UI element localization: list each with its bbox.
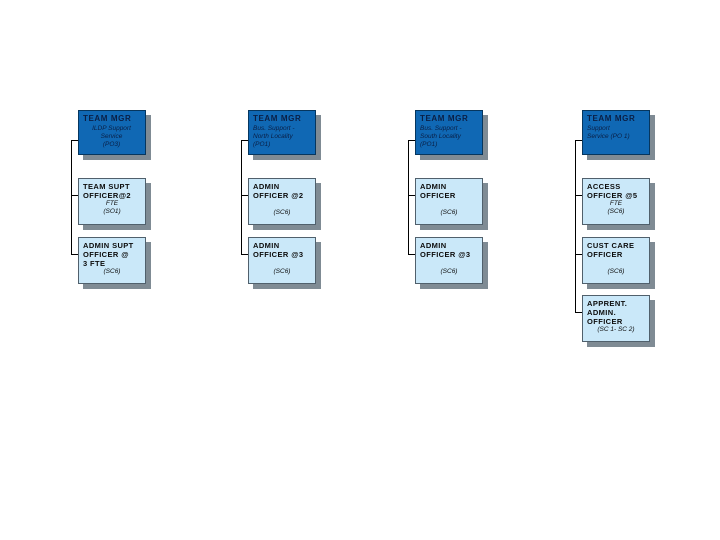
- manager-subtitle-line: (PO1): [253, 141, 271, 148]
- child-title-line: OFFICER@2: [83, 191, 131, 200]
- child-title-line: ADMIN.: [587, 308, 617, 317]
- child-title-line: OFFICER: [420, 191, 456, 200]
- child-grade-label: (SC6): [607, 268, 625, 275]
- manager-title: TEAM MGR: [83, 114, 132, 123]
- child-title-line: OFFICER: [587, 250, 623, 259]
- connector-line-manager-stub: [575, 140, 582, 141]
- connector-line-manager-stub: [71, 140, 78, 141]
- manager-subtitle-line: North Locality: [253, 133, 293, 140]
- child-fte-label: FTE: [105, 200, 119, 207]
- manager-subtitle-line: Service (PO 1): [587, 133, 630, 140]
- child-fte-label: FTE: [609, 200, 623, 207]
- child-grade-label: (SC6): [103, 268, 121, 275]
- connector-line-manager-stub: [241, 140, 248, 141]
- connector-line-child-stub: [241, 195, 248, 196]
- manager-title: TEAM MGR: [420, 114, 469, 123]
- child-grade-label: (SC6): [440, 209, 458, 216]
- manager-title: TEAM MGR: [587, 114, 636, 123]
- child-title-line: OFFICER @2: [253, 191, 304, 200]
- child-grade-label: (SO1): [103, 208, 121, 215]
- child-grade-label: (SC6): [440, 268, 458, 275]
- child-grade-label: (SC 1- SC 2): [597, 326, 635, 333]
- connector-line-manager-stub: [408, 140, 415, 141]
- child-title-line: ADMIN: [420, 182, 447, 191]
- connector-line-vertical: [241, 140, 242, 255]
- manager-subtitle-line: (PO1): [420, 141, 438, 148]
- manager-subtitle: Bus. Support -North Locality(PO1): [249, 124, 315, 149]
- connector-line-vertical: [71, 140, 72, 255]
- child-grade-label: (SC6): [273, 209, 291, 216]
- connector-line-vertical: [408, 140, 409, 255]
- manager-subtitle-line: Support: [587, 125, 610, 132]
- child-title-line: OFFICER @3: [420, 250, 471, 259]
- child-title-line: OFFICER: [587, 317, 623, 326]
- child-title-line: ADMIN SUPT: [83, 241, 134, 250]
- connector-line-child-stub: [408, 195, 415, 196]
- connector-line-vertical: [575, 140, 576, 313]
- org-box-child: APPRENT.ADMIN.OFFICER(SC 1- SC 2): [582, 295, 650, 342]
- manager-subtitle-line: Service: [100, 133, 123, 140]
- child-grade-label: (SC6): [273, 268, 291, 275]
- connector-line-child-stub: [241, 254, 248, 255]
- connector-line-child-stub: [575, 312, 582, 313]
- child-title: APPRENT.ADMIN.OFFICER: [583, 296, 649, 326]
- manager-title: TEAM MGR: [253, 114, 302, 123]
- connector-line-child-stub: [71, 254, 78, 255]
- child-title-line: APPRENT.: [587, 299, 628, 308]
- connector-line-child-stub: [408, 254, 415, 255]
- child-title-line: CUST CARE: [587, 241, 635, 250]
- manager-subtitle-line: South Locality: [420, 133, 461, 140]
- child-grade-label: (SC6): [607, 208, 625, 215]
- child-title-line: ADMIN: [253, 241, 280, 250]
- child-title-line: OFFICER @3: [253, 250, 304, 259]
- child-title-line: ADMIN: [253, 182, 280, 191]
- child-title-line: ACCESS: [587, 182, 621, 191]
- connector-line-child-stub: [575, 195, 582, 196]
- child-title-line: OFFICER @: [83, 250, 129, 259]
- manager-subtitle-line: ILDP Support: [92, 125, 131, 132]
- manager-subtitle-line: Bus. Support -: [253, 125, 295, 132]
- manager-subtitle: Bus. Support -South Locality(PO1): [416, 124, 482, 149]
- connector-line-child-stub: [71, 195, 78, 196]
- connector-line-child-stub: [575, 254, 582, 255]
- manager-subtitle-line: (PO3): [102, 141, 121, 148]
- child-title-line: 3 FTE: [83, 259, 106, 268]
- child-title-line: TEAM SUPT: [83, 182, 130, 191]
- child-title-line: ADMIN: [420, 241, 447, 250]
- manager-subtitle-line: Bus. Support -: [420, 125, 462, 132]
- child-title-line: OFFICER @5: [587, 191, 638, 200]
